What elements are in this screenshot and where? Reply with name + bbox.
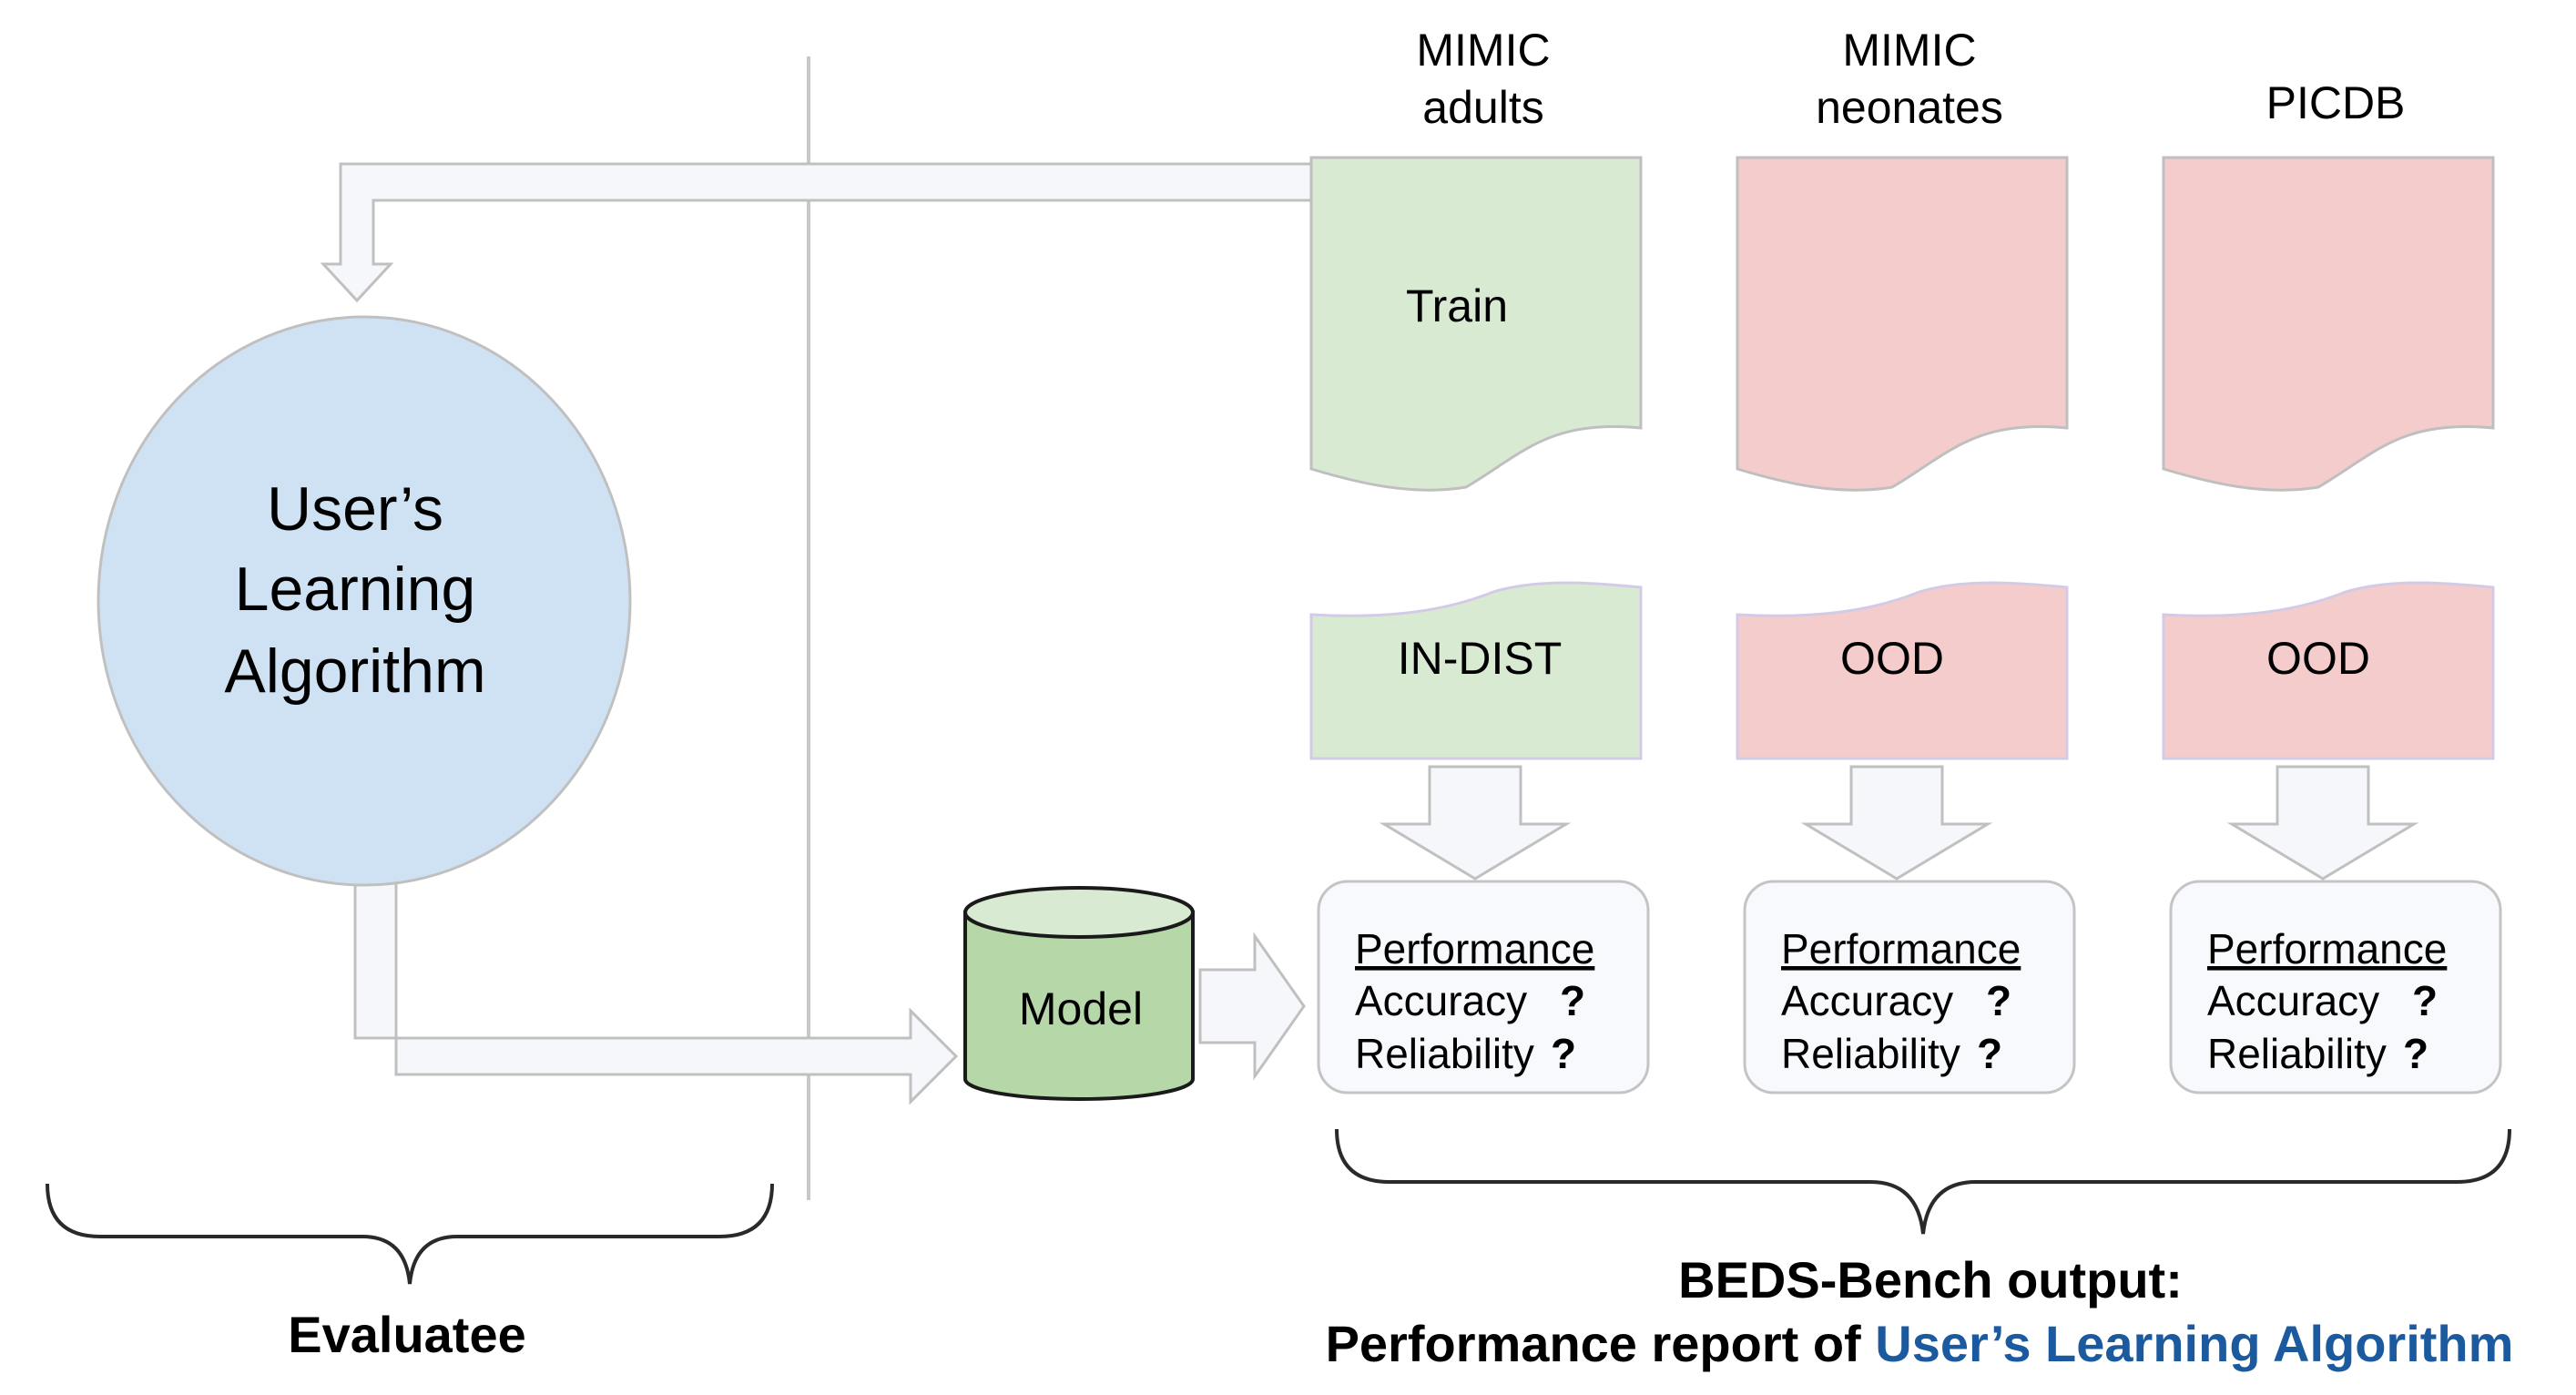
report-accuracy-value: ?: [2412, 977, 2438, 1024]
test-document-label: OOD: [2266, 633, 2370, 684]
dataset-name-line1: MIMIC: [1842, 25, 1976, 76]
output-label-highlight: User’s Learning Algorithm: [1875, 1315, 2513, 1372]
dataset-name-line1: MIMIC: [1416, 25, 1550, 76]
dataset-name-line1: PICDB: [2266, 77, 2406, 128]
train-document: [1736, 156, 2069, 492]
report-reliability-label: Reliability: [2207, 1030, 2387, 1077]
report-title: Performance: [2207, 925, 2447, 972]
algorithm-to-model-arrow: [353, 881, 959, 1105]
report-accuracy-label: Accuracy: [1781, 977, 1953, 1024]
performance-report-box: [2169, 880, 2502, 1095]
output-label-line2: Performance report of User’s Learning Al…: [1326, 1315, 2514, 1372]
report-reliability-value: ?: [1551, 1030, 1576, 1077]
train-document: [1309, 156, 1643, 492]
report-reliability-value: ?: [2403, 1030, 2428, 1077]
performance-report-box: [1317, 880, 1650, 1095]
model-cylinder: [963, 886, 1195, 1101]
test-document: [1736, 581, 2069, 760]
test-document: [1309, 581, 1643, 760]
report-reliability-value: ?: [1977, 1030, 2002, 1077]
report-reliability-label: Reliability: [1781, 1030, 1960, 1077]
algorithm-label-line2: Learning: [235, 555, 476, 624]
algorithm-circle: [97, 315, 632, 887]
train-document: [2162, 156, 2495, 492]
test-to-report-arrow: [1800, 765, 1993, 881]
model-to-report-arrow: [1198, 932, 1306, 1081]
report-accuracy-value: ?: [1560, 977, 1585, 1024]
test-document-label: OOD: [1840, 633, 1944, 684]
test-to-report-arrow: [2226, 765, 2419, 881]
output-label-line1: BEDS-Bench output:: [1678, 1251, 2183, 1308]
evaluatee-label: Evaluatee: [288, 1306, 526, 1363]
algorithm-label-line3: Algorithm: [224, 636, 485, 706]
test-document: [2162, 581, 2495, 760]
report-accuracy-label: Accuracy: [1355, 977, 1527, 1024]
report-title: Performance: [1781, 925, 2021, 972]
report-title: Performance: [1355, 925, 1594, 972]
train-to-algorithm-arrow: [320, 162, 1313, 303]
report-accuracy-label: Accuracy: [2207, 977, 2379, 1024]
output-brace: [1335, 1128, 2511, 1235]
algorithm-label-line1: User’s: [267, 474, 443, 544]
model-label: Model: [1019, 983, 1143, 1034]
dataset-name-line2: neonates: [1816, 82, 2003, 133]
evaluatee-brace: [46, 1183, 774, 1285]
output-label-prefix: Performance report of: [1326, 1315, 1876, 1372]
test-document-label: IN-DIST: [1398, 633, 1563, 684]
report-reliability-label: Reliability: [1355, 1030, 1534, 1077]
dataset-name-line2: adults: [1422, 82, 1543, 133]
performance-report-box: [1743, 880, 2076, 1095]
train-document-label: Train: [1406, 280, 1508, 331]
test-to-report-arrow: [1379, 765, 1572, 881]
report-accuracy-value: ?: [1986, 977, 2011, 1024]
